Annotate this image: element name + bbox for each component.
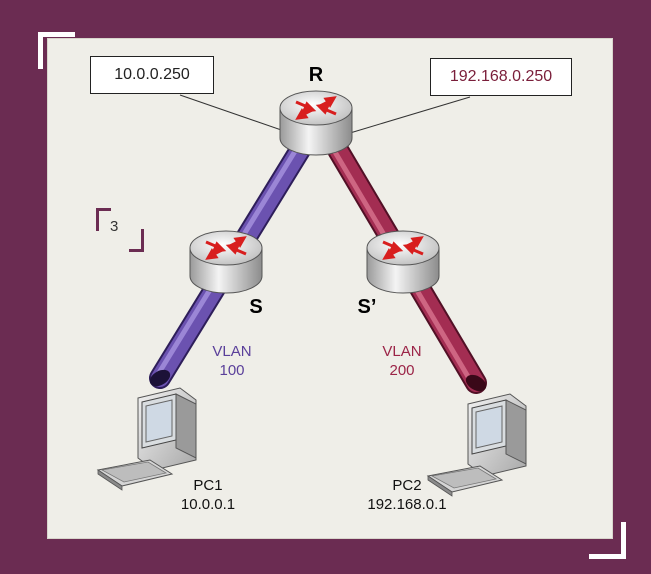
vlan-200-id: 200 (372, 361, 432, 380)
router-r-icon (280, 91, 352, 155)
pc1-label: PC1 10.0.0.1 (168, 476, 248, 514)
vlan-100-label: VLAN 100 (202, 342, 262, 380)
pc1-ip: 10.0.0.1 (168, 495, 248, 514)
ip-address-box-right: 192.168.0.250 (430, 58, 572, 96)
ip-address-box-left: 10.0.0.250 (90, 56, 214, 94)
vlan-200-label: VLAN 200 (372, 342, 432, 380)
pc1-computer-icon (98, 388, 196, 490)
ip-left-link-line (180, 95, 290, 133)
switch-s-icon (190, 231, 262, 293)
figure-number-marker: 3 (96, 208, 144, 252)
switch-s-label: S (244, 298, 268, 317)
switch-s-prime-label: S’ (352, 298, 382, 317)
router-label: R (306, 66, 326, 85)
ip-right-link-line (350, 97, 470, 133)
vlan-200-name: VLAN (372, 342, 432, 361)
figure-number: 3 (110, 218, 118, 235)
pc2-label: PC2 192.168.0.1 (352, 476, 462, 514)
pc2-ip: 192.168.0.1 (352, 495, 462, 514)
vlan-100-name: VLAN (202, 342, 262, 361)
pc2-name: PC2 (352, 476, 462, 495)
vlan-100-id: 100 (202, 361, 262, 380)
switch-s-prime-icon (367, 231, 439, 293)
pc1-name: PC1 (168, 476, 248, 495)
